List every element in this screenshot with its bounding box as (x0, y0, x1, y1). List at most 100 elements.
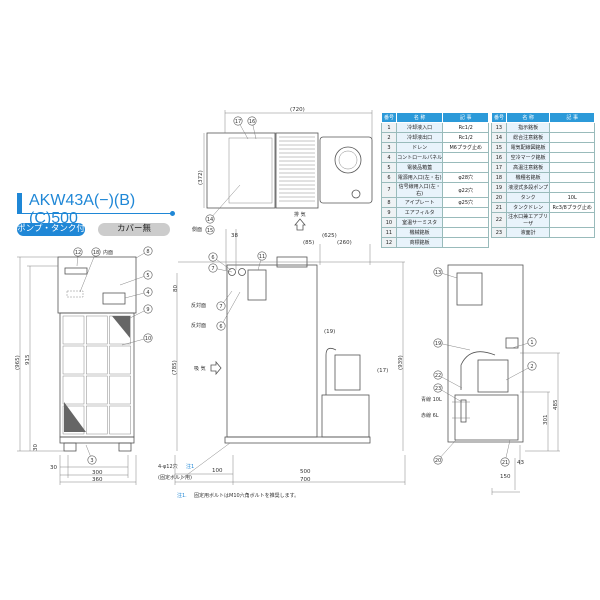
callout-number: 16 (249, 119, 255, 125)
filter-cell (62, 315, 85, 345)
title-accent-bar (17, 193, 22, 213)
leader-line (220, 291, 241, 327)
callout-number: 13 (435, 270, 441, 276)
model-title: AKW43A(−)(B)(C)500 (17, 191, 175, 227)
callout-circle (208, 252, 218, 262)
hose-rear (460, 351, 496, 390)
callout-front: 4 (124, 287, 153, 299)
filter-cell (86, 405, 108, 435)
callout-side: 6 (208, 252, 232, 271)
dim-line (224, 110, 373, 180)
dim-30: 30 (50, 465, 57, 471)
callout-number: 4 (146, 290, 149, 296)
part-number: 22 (491, 212, 507, 228)
dim-43: 43 (517, 460, 524, 466)
callout-circle (205, 225, 215, 235)
leader-line (119, 274, 149, 286)
foot-left (63, 442, 77, 452)
callout-side: 7 (208, 263, 233, 273)
dim-17: (17) (377, 368, 388, 374)
base (59, 436, 135, 444)
dim-939: (939) (398, 355, 404, 370)
footnote-ref: 注1. (177, 492, 187, 499)
bolt-use-note: (固定ボルト用) (158, 474, 192, 481)
dim-625: (625) (322, 233, 337, 239)
callout-number: 10 (145, 336, 151, 342)
part-name: 液面計 (505, 227, 551, 238)
callout-circle (73, 247, 83, 257)
filler-cap (351, 189, 361, 199)
filter-cell (86, 315, 108, 345)
callout-number: 19 (435, 341, 441, 347)
top-view: (720) (372) 側面 排 気 (192, 107, 373, 233)
label-inside: 内面 (103, 249, 113, 256)
footnote: 固定用ボルトはM10六角ボルトを推奨します。 (194, 492, 299, 499)
callout-rear: 23 (433, 383, 463, 403)
title-dot (170, 211, 175, 216)
callout-circle (143, 304, 153, 314)
dim-85: (85) (303, 240, 314, 246)
callout-circle (247, 116, 257, 126)
control-panel (102, 292, 126, 305)
callout-front: 10 (121, 333, 153, 346)
callout-circle (216, 301, 226, 311)
filter-cell (62, 345, 85, 375)
label-exhaust: 排 気 (294, 211, 306, 218)
callout-circle (143, 246, 153, 256)
top-panel-inner (228, 137, 273, 204)
callout-side: 6 (216, 291, 241, 331)
callout-number: 23 (435, 386, 441, 392)
dim-965: (965) (15, 355, 21, 370)
filter-hatch (112, 316, 130, 338)
callout-rear: 13 (433, 267, 458, 279)
callout-number: 14 (207, 217, 213, 223)
callout-number: 7 (211, 266, 214, 272)
callout-circle (143, 333, 153, 343)
filter-cell (109, 375, 131, 405)
filter-cell (62, 405, 85, 435)
callout-top: 14 (205, 184, 241, 224)
intake-arrow-icon (210, 360, 222, 376)
badge-pump-tank: ポンプ・タンク付 (17, 223, 85, 236)
dim-300: 300 (92, 470, 103, 476)
callout-circle (433, 267, 443, 277)
dim-19: (19) (324, 329, 335, 335)
filter-cell (109, 345, 131, 375)
callout-rear: 21 (500, 439, 511, 467)
dim-line (59, 455, 137, 485)
callout-number: 12 (75, 250, 81, 256)
cabinet-rear (447, 264, 524, 443)
callout-number: 22 (435, 373, 441, 379)
dim-785: (785) (172, 360, 178, 375)
dim-150: 150 (500, 474, 511, 480)
dim-700: 700 (300, 477, 311, 483)
leader-line (209, 184, 241, 220)
inlet-box (505, 337, 519, 349)
hole-note-ref: 注1 (186, 463, 194, 470)
part-name: 信号線用入口(左・右) (395, 182, 444, 198)
callout-rear: 2 (505, 361, 537, 381)
callout-top: 16 (247, 116, 257, 140)
callout-side: 7 (216, 290, 233, 311)
dim-line (452, 352, 560, 495)
callout-front: 3 (85, 444, 97, 465)
callout-circle (433, 338, 443, 348)
logo-plate (64, 267, 88, 275)
dim-360: 360 (92, 477, 103, 483)
motor-rear (477, 359, 509, 393)
callout-circle (500, 457, 510, 467)
callout-number: 6 (211, 255, 214, 261)
inlet-port (228, 268, 236, 276)
model-name: AKW43A(−)(B)(C)500 (29, 192, 136, 227)
part-note (442, 237, 489, 248)
label-red-line: 赤線 6L (421, 412, 439, 419)
filter-hatch (64, 402, 86, 432)
part-name: 注水口兼エアブリーザ (505, 212, 551, 228)
callout-circle (91, 247, 101, 257)
hole-note: 4-φ12穴 (158, 463, 178, 470)
